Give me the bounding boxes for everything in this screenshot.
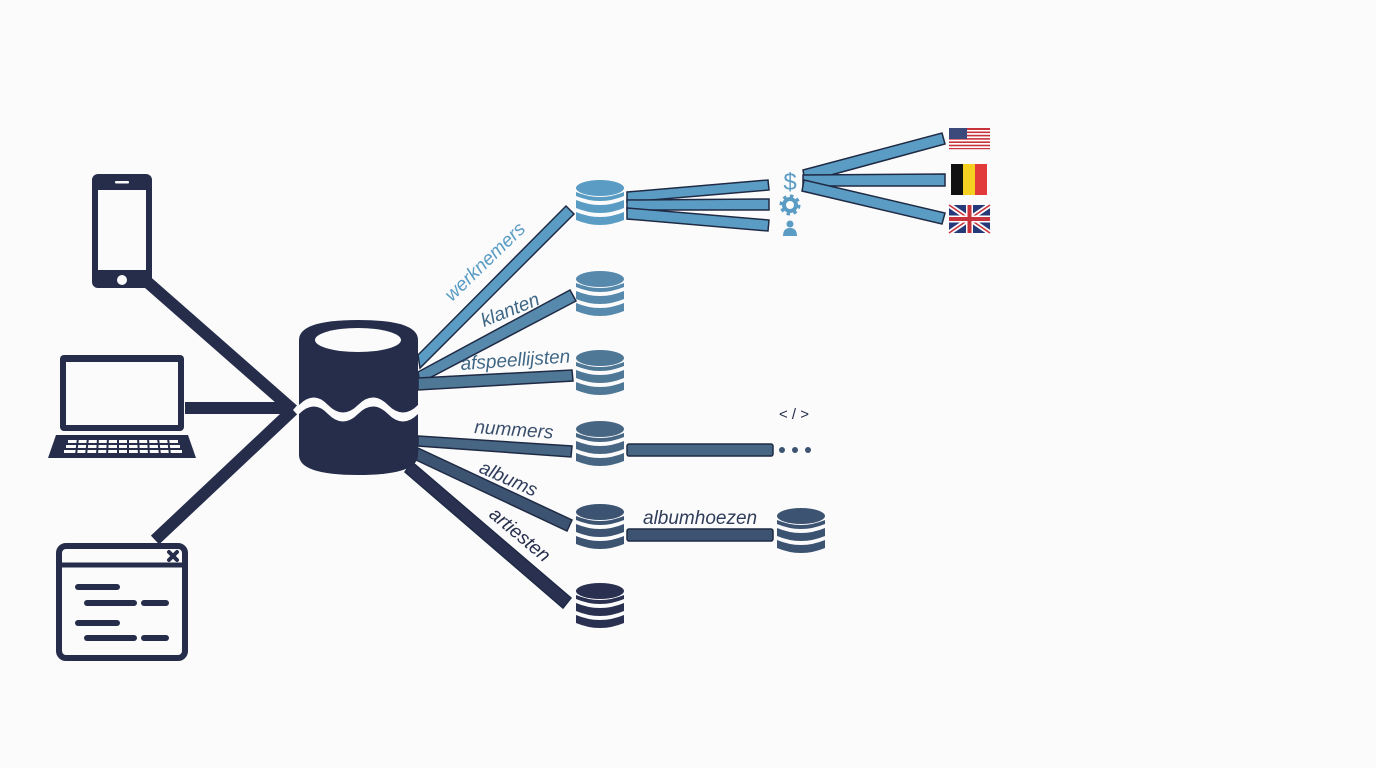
belgium-flag-icon — [951, 164, 987, 195]
app-window-icon — [56, 543, 188, 661]
werknemers-attribute-connectors — [626, 179, 770, 232]
albums-extension: albumhoezen — [626, 508, 825, 553]
albumhoezen-label: albumhoezen — [643, 508, 757, 529]
klanten-db-icon — [576, 271, 624, 316]
laptop-icon — [48, 355, 196, 458]
nummers-extension: < / > — [626, 406, 811, 457]
table-label-nummers: nummers — [474, 417, 555, 444]
person-icon — [783, 220, 797, 236]
albums-db-icon — [576, 504, 624, 549]
werknemers-db-icon — [576, 180, 624, 225]
central-database-icon — [299, 320, 418, 475]
nummers-db-icon — [576, 421, 624, 466]
albumhoezen-db-icon — [777, 508, 825, 553]
albumhoezen-bar — [626, 528, 774, 542]
us-flag-icon — [949, 128, 990, 150]
artiesten-db-icon — [576, 583, 624, 628]
client-connectors — [141, 275, 298, 545]
close-icon — [167, 550, 179, 562]
afspeellijsten-db-icon — [576, 350, 624, 395]
smartphone-icon — [92, 174, 152, 288]
nummers-extension-bar — [626, 443, 774, 457]
country-connectors — [801, 132, 946, 225]
gear-icon — [779, 194, 801, 216]
table-connectors — [403, 204, 578, 610]
dollar-icon: $ — [783, 169, 796, 196]
ellipsis-icon — [779, 447, 811, 453]
code-icon: < / > — [779, 406, 809, 423]
uk-flag-icon — [947, 202, 992, 236]
